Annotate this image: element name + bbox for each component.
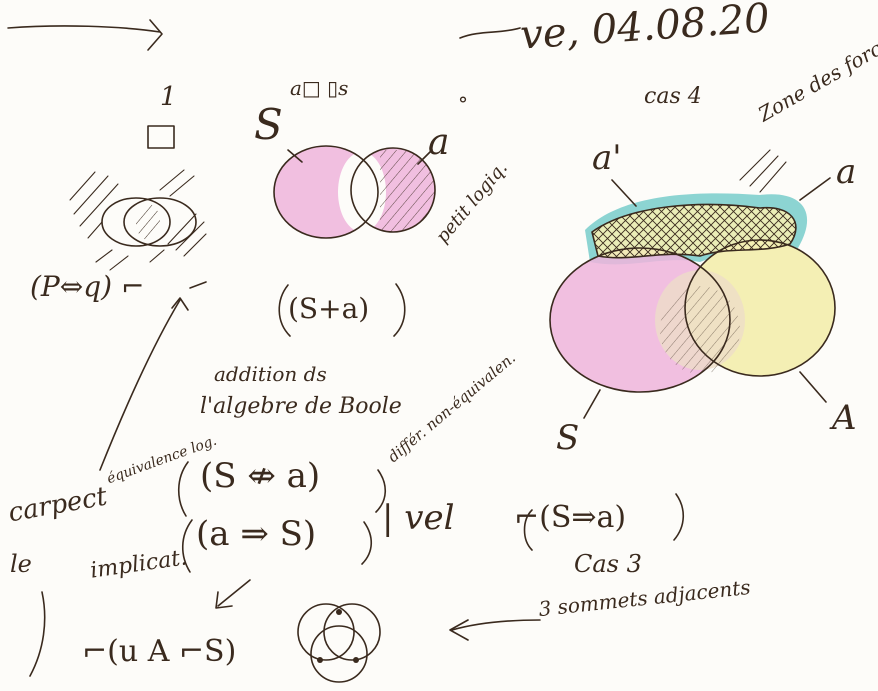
s-not-iff-a: (S ⇎ a)	[200, 456, 321, 496]
a-label: a	[428, 122, 450, 163]
cas-4: cas 4	[644, 84, 702, 109]
top-arrow-head	[147, 19, 163, 51]
big-s-label: S	[556, 418, 580, 458]
header-stroke	[459, 27, 521, 39]
vel-note: | vel	[382, 498, 455, 538]
le-note: le	[10, 550, 32, 578]
s-plus-a: (S+a)	[288, 292, 370, 325]
a-implies-s: (a ⇒ S)	[196, 514, 317, 554]
big-a-label: A	[832, 398, 857, 438]
not-s-implies-a: ⌐(S⇒a)	[514, 500, 627, 535]
a-prime-label: a'	[592, 138, 622, 178]
top-arrow	[7, 25, 161, 33]
s-superscript: a□ ▯s	[290, 76, 349, 100]
venn-s-plus-a	[273, 145, 436, 239]
addition-note: addition ds	[214, 362, 327, 386]
cas-3: Cas 3	[574, 550, 642, 578]
s-label: S	[254, 100, 283, 149]
venn-cas-4	[549, 149, 836, 419]
small-square	[147, 125, 175, 149]
a-superscript: °	[458, 92, 468, 116]
venn-p-q	[69, 169, 207, 271]
a-right-label: a	[836, 152, 857, 192]
venn-three-circles	[297, 603, 381, 683]
top-mark: 1	[160, 82, 177, 112]
algebre-note: l'algebre de Boole	[200, 394, 402, 419]
p-iff-q: (P⇔q) ⌐	[30, 270, 145, 303]
not-u-a-not-s: ⌐(u A ⌐S)	[82, 634, 237, 669]
